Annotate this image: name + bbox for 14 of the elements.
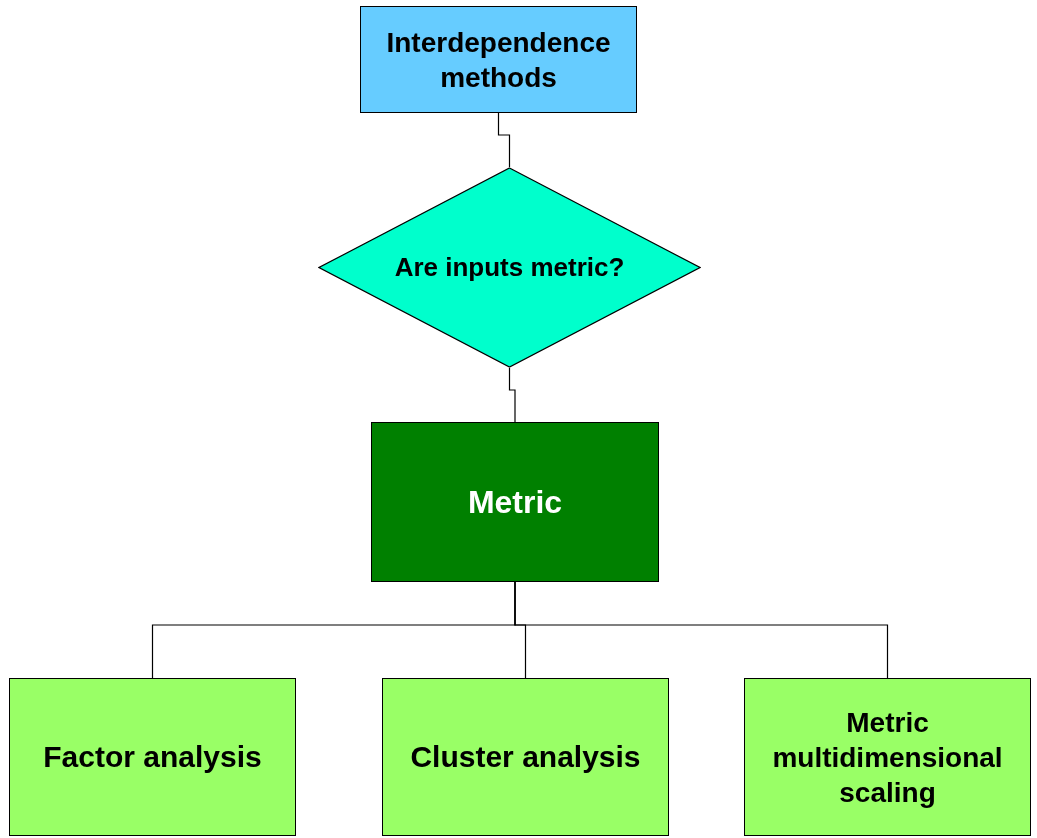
node-text: Factor analysis [42,739,263,776]
process-box [9,678,296,836]
node-text: Interdependence methods [385,25,612,95]
process-box [371,422,659,582]
node-text: Are inputs metric? [393,251,626,284]
connector-line [514,581,889,679]
process-box [382,678,669,836]
node-text: Cluster analysis [409,739,642,776]
node-text: Metric [466,483,564,522]
node-text: Metric multidimensional scaling [771,705,1004,810]
connector-line [508,367,516,423]
process-box [360,6,637,113]
process-box [744,678,1031,836]
connector-line [497,112,511,168]
